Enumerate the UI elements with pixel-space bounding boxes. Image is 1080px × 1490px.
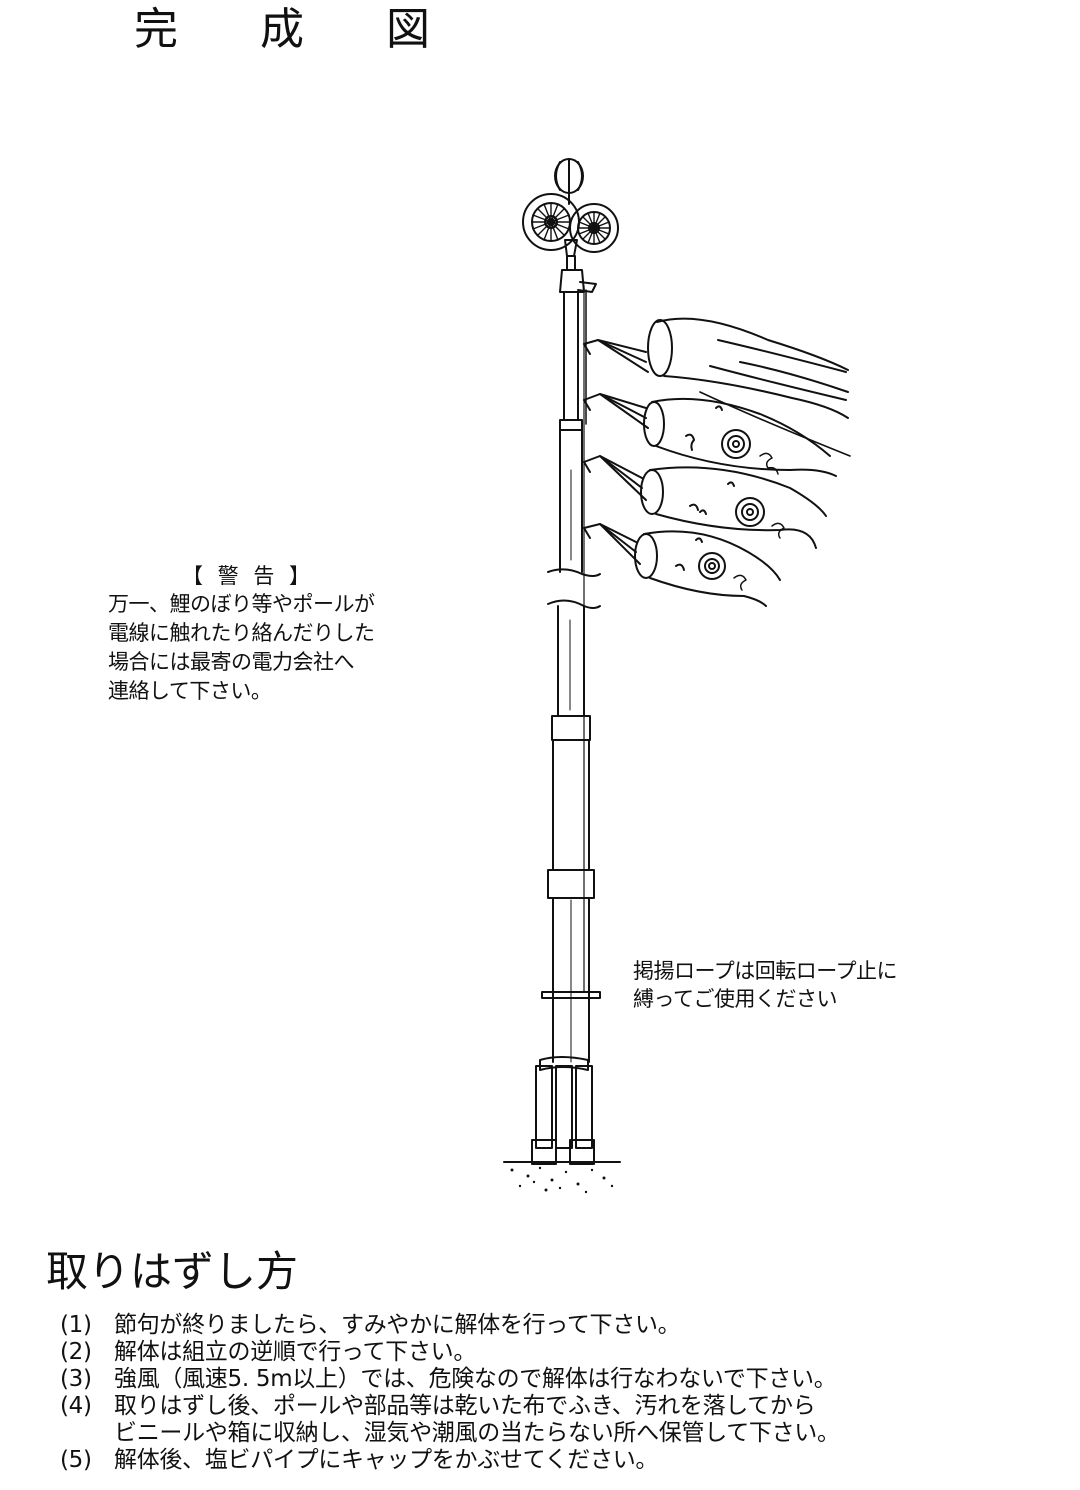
ball-ornament-icon bbox=[554, 158, 584, 205]
step-text-continued: ビニールや箱に収納し、湿気や潮風の当たらない所へ保管して下さい。 bbox=[114, 1420, 840, 1446]
step-number: (4) bbox=[60, 1393, 92, 1419]
warning-line: 連絡して下さい。 bbox=[108, 679, 272, 703]
carp-2-icon bbox=[583, 455, 827, 549]
step-number: (5) bbox=[60, 1447, 92, 1473]
step-text: 強風（風速5. 5m以上）では、危険なので解体は行なわないで下さい。 bbox=[114, 1366, 837, 1392]
page-title: 完 成 図 bbox=[134, 4, 464, 55]
step-number: (3) bbox=[60, 1366, 92, 1392]
removal-section-title: 取りはずし方 bbox=[46, 1247, 299, 1296]
pole-base bbox=[503, 1056, 621, 1165]
removal-step: (2) 解体は組立の逆順で行って下さい。 bbox=[60, 1339, 1060, 1366]
pinwheel-right-icon bbox=[569, 203, 619, 253]
step-text: 節句が終りましたら、すみやかに解体を行って下さい。 bbox=[114, 1312, 681, 1338]
warning-block: 【 警 告 】 万一、鯉のぼり等やポールが 電線に触れたり絡んだりした 場合には… bbox=[108, 562, 468, 706]
step-text: 解体後、塩ビパイプにキャップをかぶせてください。 bbox=[114, 1447, 659, 1473]
step-text: 取りはずし後、ポールや部品等は乾いた布でふき、汚れを落してから bbox=[114, 1393, 816, 1419]
step-number: (2) bbox=[60, 1339, 92, 1365]
removal-step: (4) 取りはずし後、ポールや部品等は乾いた布でふき、汚れを落してから ビニールや… bbox=[60, 1393, 1060, 1447]
removal-step: (5) 解体後、塩ビパイプにキャップをかぶせてください。 bbox=[60, 1447, 1060, 1474]
removal-step: (3) 強風（風速5. 5m以上）では、危険なので解体は行なわないで下さい。 bbox=[60, 1366, 1060, 1393]
step-number: (1) bbox=[60, 1312, 92, 1338]
rope-note-line: 掲揚ロープは回転ロープ止に bbox=[633, 959, 897, 983]
lower-pole bbox=[541, 285, 601, 1063]
koinobori-pole-diagram bbox=[503, 158, 851, 1194]
streamer-fukinagashi bbox=[583, 317, 851, 457]
upper-pole bbox=[547, 255, 601, 577]
warning-line: 場合には最寄の電力会社へ bbox=[108, 650, 355, 674]
removal-step: (1) 節句が終りましたら、すみやかに解体を行って下さい。 bbox=[60, 1312, 1060, 1339]
carp-3-icon bbox=[583, 523, 781, 607]
rope-note-line: 縛ってご使用ください bbox=[633, 987, 837, 1011]
rope-note: 掲揚ロープは回転ロープ止に 縛ってご使用ください bbox=[633, 957, 993, 1013]
step-text: 解体は組立の逆順で行って下さい。 bbox=[114, 1339, 477, 1365]
warning-heading: 【 警 告 】 bbox=[182, 564, 315, 588]
warning-line: 電線に触れたり絡んだりした bbox=[108, 621, 375, 645]
warning-line: 万一、鯉のぼり等やポールが bbox=[108, 592, 375, 616]
carp-1-icon bbox=[583, 393, 837, 477]
removal-steps-list: (1) 節句が終りましたら、すみやかに解体を行って下さい。 (2) 解体は組立の逆順… bbox=[60, 1312, 1060, 1474]
ground-texture bbox=[510, 1166, 614, 1194]
